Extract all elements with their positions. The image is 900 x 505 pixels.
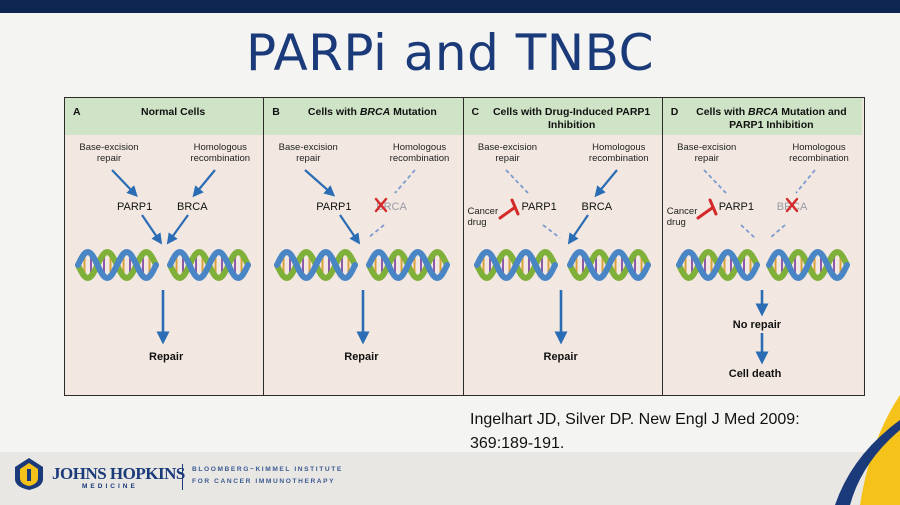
brca-mutation-x-icon	[374, 197, 799, 213]
homologous-recombination-label: Homologous recombination	[190, 142, 251, 164]
dna-helix-icon	[567, 249, 651, 281]
dna-helix-icon	[366, 249, 450, 281]
base-excision-label: Base-excision repair	[278, 142, 338, 164]
panel-d-arrows	[703, 169, 816, 365]
panel-b-header: B Cells with BRCA Mutation	[264, 98, 463, 135]
panel-a-title: Normal Cells	[141, 106, 206, 118]
footer-bar	[0, 452, 900, 505]
base-excision-label: Base-excision repair	[677, 142, 737, 164]
panel-b-letter: B	[272, 106, 280, 118]
johns-hopkins-wordmark: JOHNS HOPKINS	[52, 464, 185, 483]
parp-brca-figure: A Normal Cells Base-excision repair Homo…	[64, 97, 865, 396]
base-excision-label: Base-excision repair	[477, 142, 538, 164]
dna-helix-icon	[676, 249, 760, 281]
base-excision-label: Base-excision repair	[79, 142, 139, 164]
dna-helix-icon	[474, 249, 558, 281]
repair-label: Repair	[543, 351, 578, 363]
panel-c-title: Cells with Drug-Induced PARP1 Inhibition	[492, 106, 651, 131]
panel-d-title: Cells with BRCA Mutation and PARP1 Inhib…	[696, 106, 847, 131]
parp1-label: PARP1	[316, 201, 352, 213]
panel-c: C Cells with Drug-Induced PARP1 Inhibiti…	[463, 98, 663, 395]
panel-d-header: D Cells with BRCA Mutation and PARP1 Inh…	[662, 98, 862, 135]
panel-a: A Normal Cells Base-excision repair Homo…	[65, 98, 265, 395]
homologous-recombination-label: Homologous recombination	[789, 142, 849, 164]
panel-b: B Cells with BRCA Mutation Base-excision…	[264, 98, 464, 395]
panel-c-arrows	[505, 169, 618, 345]
dna-helix-icon	[167, 249, 251, 281]
parp1-label: PARP1	[718, 201, 755, 213]
panel-a-header: A Normal Cells	[65, 98, 264, 135]
footer-divider	[182, 464, 183, 490]
panel-c-letter: C	[471, 106, 480, 118]
citation: Ingelhart JD, Silver DP. New Engl J Med …	[470, 411, 800, 452]
panel-b-arrows	[304, 169, 416, 345]
parp1-label: PARP1	[521, 201, 557, 213]
slide-title: PARPi and TNBC	[246, 24, 654, 82]
cancer-drug-label: Cancer drug	[666, 206, 698, 228]
medicine-wordmark: MEDICINE	[82, 483, 138, 490]
top-bar	[0, 0, 900, 13]
dna-helix-icon	[75, 249, 159, 281]
panel-d-letter: D	[670, 106, 679, 118]
panel-b-title: Cells with BRCA Mutation	[307, 106, 437, 118]
cell-death-label: Cell death	[728, 368, 782, 380]
dna-helix-icon	[75, 249, 850, 281]
panel-c-header: C Cells with Drug-Induced PARP1 Inhibiti…	[463, 98, 662, 135]
homologous-recombination-label: Homologous recombination	[389, 142, 450, 164]
institute-name: BLOOMBERG~KIMMEL INSTITUTE FOR CANCER IM…	[192, 466, 343, 485]
brca-label-mutated: BRCA	[776, 201, 808, 213]
dna-helix-icon	[274, 249, 358, 281]
cancer-drug-label: Cancer drug	[467, 206, 499, 228]
repair-label: Repair	[149, 351, 184, 363]
johns-hopkins-shield-icon	[15, 458, 43, 490]
parp-inhibitor-icon	[498, 198, 718, 220]
brca-label: BRCA	[177, 201, 208, 213]
panel-a-arrows	[111, 169, 216, 345]
dna-helix-icon	[766, 249, 850, 281]
homologous-recombination-label: Homologous recombination	[588, 142, 649, 164]
brca-label: BRCA	[581, 201, 613, 213]
panel-a-letter: A	[73, 106, 81, 118]
repair-label: Repair	[344, 351, 379, 363]
parp1-label: PARP1	[117, 201, 153, 213]
no-repair-label: No repair	[732, 319, 782, 331]
